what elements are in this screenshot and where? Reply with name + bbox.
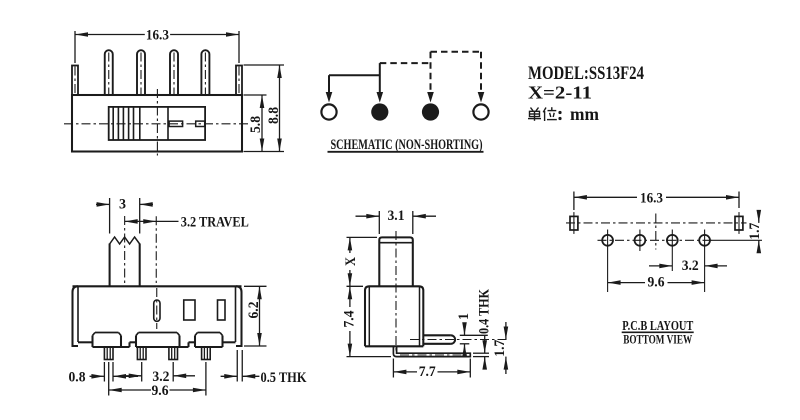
svg-text:3.2: 3.2 [682,258,699,274]
svg-text:1.7: 1.7 [492,339,508,356]
svg-text:3.2: 3.2 [152,369,169,385]
svg-text:16.3: 16.3 [640,190,663,206]
svg-text:1.7: 1.7 [747,222,763,239]
svg-text:9.6: 9.6 [648,275,665,291]
svg-text:X=2-11: X=2-11 [528,83,592,103]
svg-text:BOTTOM VIEW: BOTTOM VIEW [623,332,692,347]
svg-text:16.3: 16.3 [146,28,169,44]
svg-text:P.C.B LAYOUT: P.C.B LAYOUT [622,318,693,333]
svg-text:8.8: 8.8 [266,107,282,124]
svg-text:SCHEMATIC (NON-SHORTING): SCHEMATIC (NON-SHORTING) [331,137,483,153]
svg-text:mm: mm [570,104,599,124]
svg-text:MODEL:SS13F24: MODEL:SS13F24 [528,63,644,84]
svg-text:3.1: 3.1 [388,208,405,224]
svg-text:X: X [343,257,359,266]
svg-text:1: 1 [456,313,472,320]
svg-text:0.4 THK: 0.4 THK [477,289,493,334]
svg-text:7.4: 7.4 [342,310,358,327]
svg-text:5.8: 5.8 [248,116,264,133]
svg-text:7.7: 7.7 [419,364,436,380]
svg-text:0.8: 0.8 [69,370,86,386]
svg-text:3.2 TRAVEL: 3.2 TRAVEL [181,214,249,230]
svg-text:6.2: 6.2 [246,302,262,319]
svg-text:9.6: 9.6 [152,383,169,399]
svg-text:3: 3 [119,196,126,212]
svg-text:0.5 THK: 0.5 THK [261,370,307,386]
